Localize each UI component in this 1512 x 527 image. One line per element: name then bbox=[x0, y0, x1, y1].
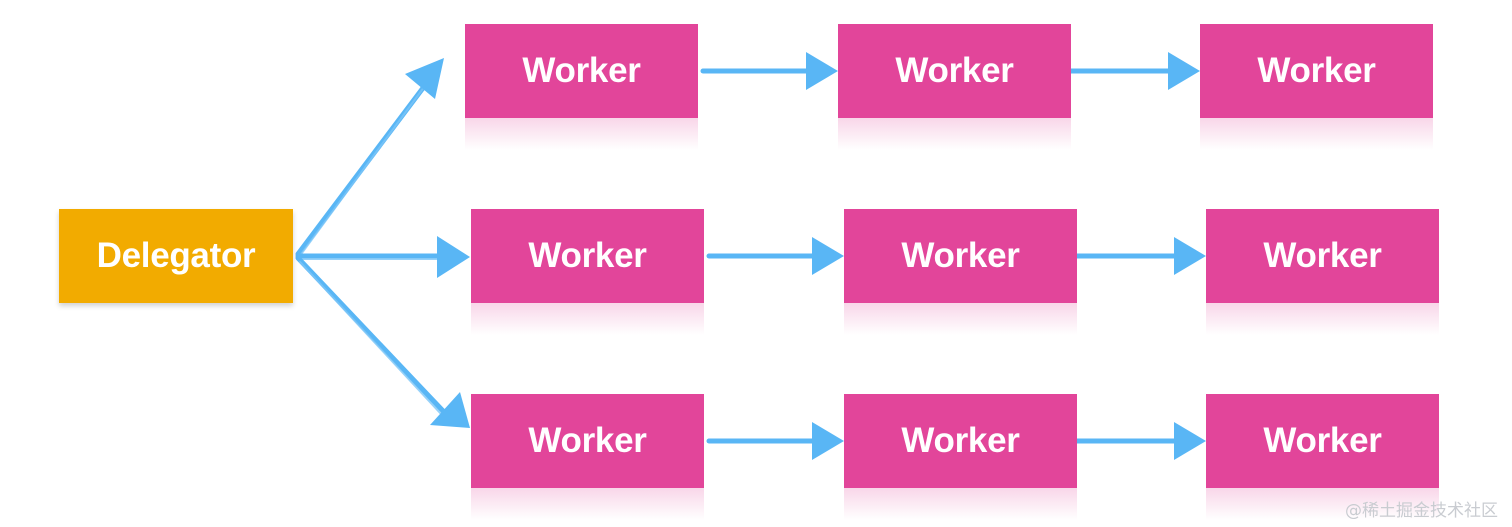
arrow-row2-w2-to-w3 bbox=[1070, 237, 1206, 275]
worker-node-row2-col2: Worker bbox=[844, 209, 1077, 303]
worker-node-row2-col3: Worker bbox=[1206, 209, 1439, 303]
arrow-row3-w2-to-w3 bbox=[1070, 422, 1206, 460]
worker-node-row1-col2: Worker bbox=[838, 24, 1071, 118]
worker-node-row3-col1: Worker bbox=[471, 394, 704, 488]
arrow-delegator-to-row1 bbox=[295, 58, 444, 258]
delegator-node: Delegator bbox=[59, 209, 293, 303]
arrow-row3-w1-to-w2 bbox=[706, 422, 844, 460]
arrow-delegator-to-row3 bbox=[295, 255, 470, 428]
worker-node-row2-col1: Worker bbox=[471, 209, 704, 303]
arrow-delegator-to-row2 bbox=[295, 236, 470, 278]
worker-reflections bbox=[465, 118, 1439, 520]
arrow-row2-w1-to-w2 bbox=[706, 237, 844, 275]
worker-node-row3-col2: Worker bbox=[844, 394, 1077, 488]
worker-node-row3-col3: Worker bbox=[1206, 394, 1439, 488]
arrow-row1-w2-to-w3 bbox=[1064, 52, 1200, 90]
worker-node-row1-col3: Worker bbox=[1200, 24, 1433, 118]
worker-node-row1-col1: Worker bbox=[465, 24, 698, 118]
watermark-text: @稀土掘金技术社区 bbox=[1345, 501, 1498, 521]
arrow-row1-w1-to-w2 bbox=[700, 52, 838, 90]
